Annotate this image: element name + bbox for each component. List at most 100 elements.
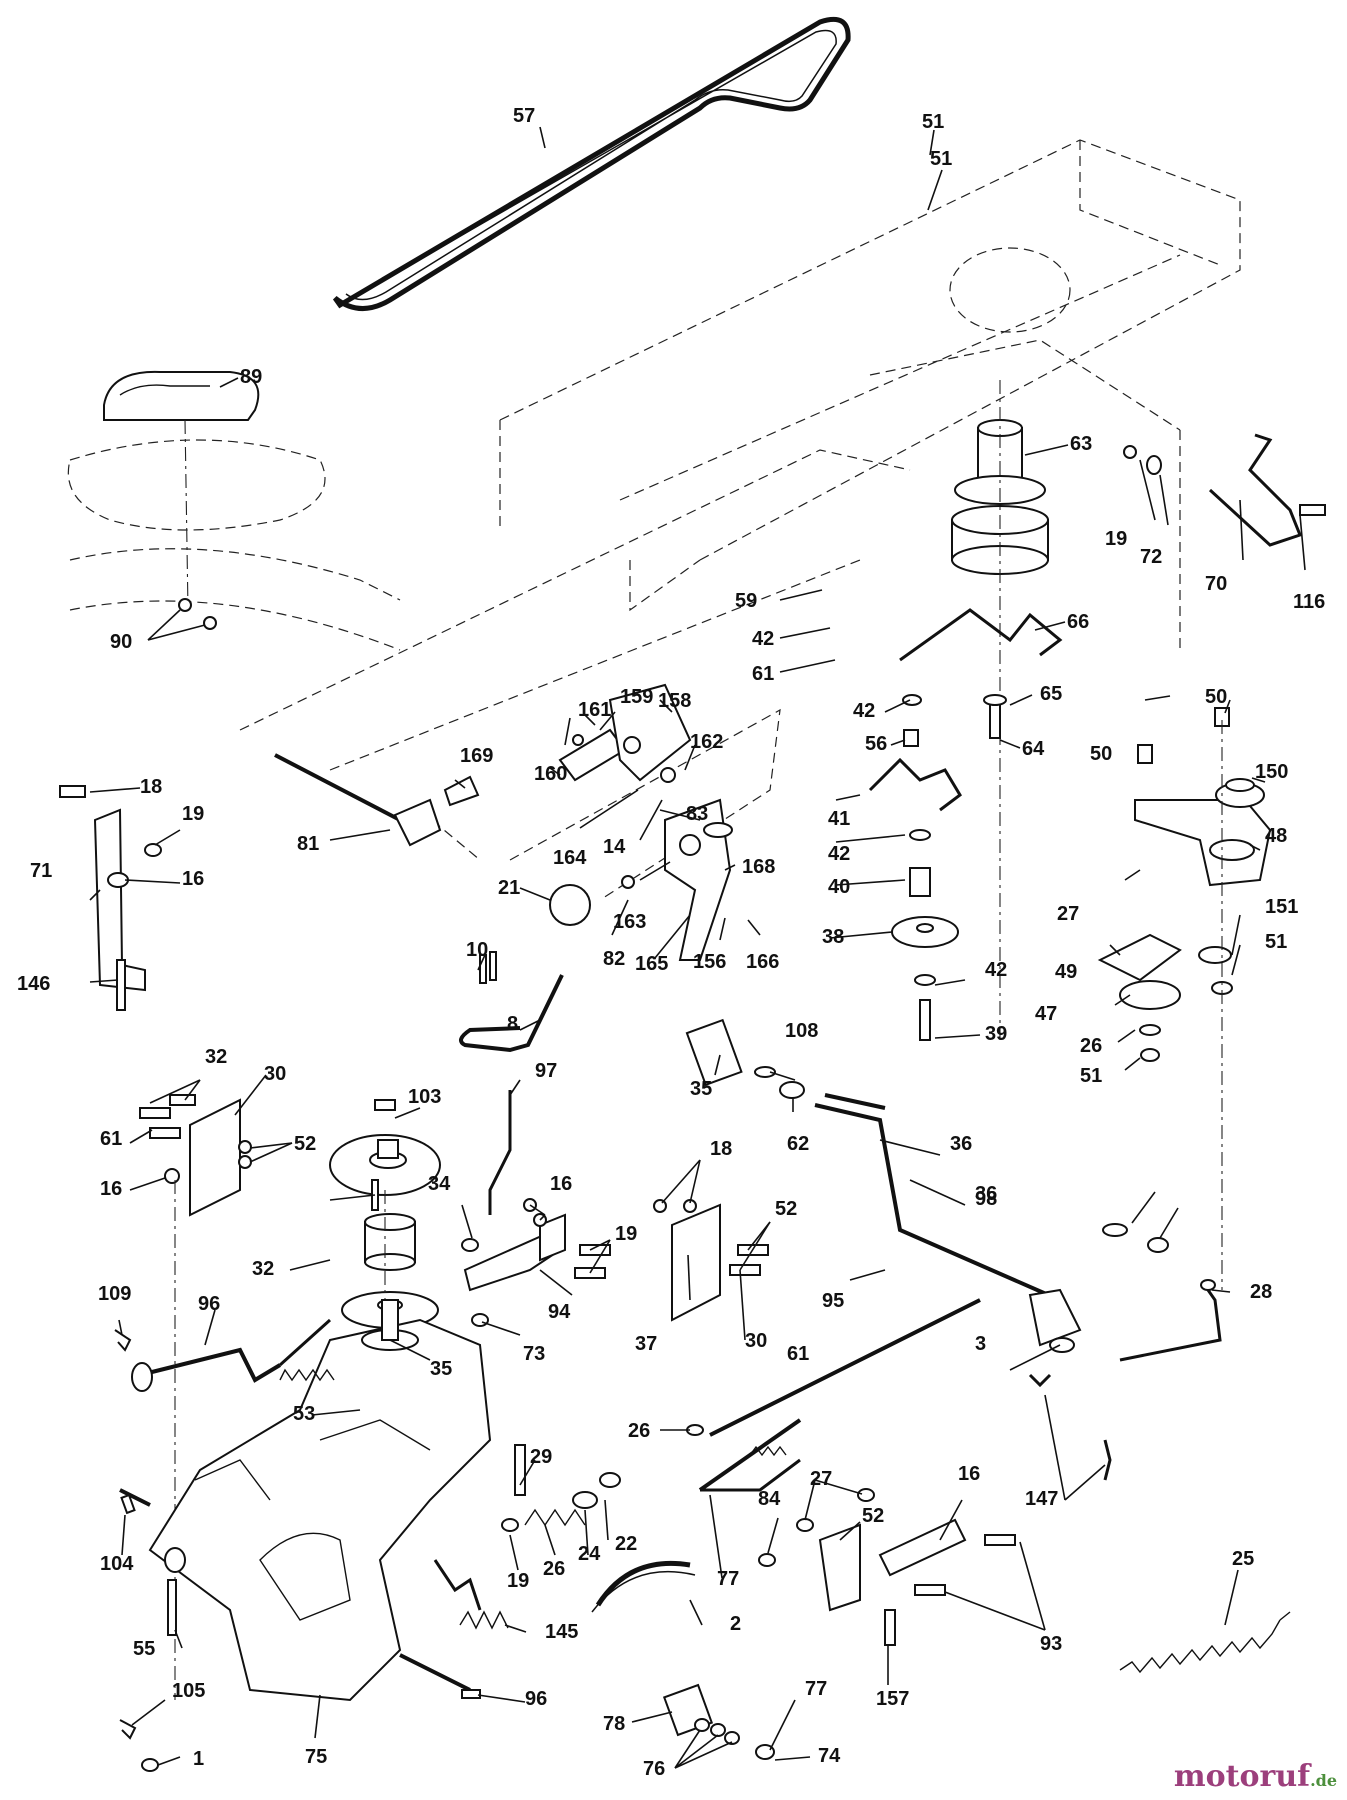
- callout-number: 74: [818, 1745, 841, 1767]
- idler-pulley-47: [1097, 933, 1182, 1062]
- transaxle-1: [119, 1299, 492, 1702]
- lever-84: [758, 1488, 1016, 1646]
- callout-number: 161: [578, 699, 611, 721]
- callout-number: 89: [240, 366, 262, 388]
- engine-pulley-63: [951, 380, 1049, 1040]
- callout-number: 166: [746, 951, 779, 973]
- callout-number: 32: [205, 1046, 227, 1068]
- callout-number: 51: [1265, 931, 1287, 953]
- callout-number: 158: [658, 690, 691, 712]
- callout-number: 30: [264, 1063, 286, 1085]
- washer-stack: [119, 1493, 775, 1772]
- callout-number: 81: [297, 833, 319, 855]
- callout-number: 63: [1070, 433, 1092, 455]
- callout-number: 38: [822, 926, 844, 948]
- callout-number: 52: [862, 1505, 884, 1527]
- callout-number: 75: [305, 1746, 327, 1768]
- callout-number: 165: [635, 953, 668, 975]
- callout-number: 34: [428, 1173, 451, 1195]
- drive-belt-57: [332, 16, 851, 311]
- callout-number: 77: [717, 1568, 739, 1590]
- idler-bracket-48: [1134, 707, 1272, 1290]
- callout-number: 41: [828, 808, 850, 830]
- callout-number: 51: [930, 148, 952, 170]
- callout-number: 56: [865, 733, 887, 755]
- callout-number: 90: [110, 631, 132, 653]
- hose-93: [591, 1560, 696, 1613]
- callout-number: 116: [1293, 591, 1325, 613]
- callout-number: 48: [1265, 825, 1287, 847]
- callout-number: 39: [985, 1023, 1007, 1045]
- bracket-cluster: [443, 683, 733, 961]
- callout-number: 36: [950, 1133, 972, 1155]
- callout-number: 98: [975, 1188, 997, 1210]
- callout-number: 24: [578, 1543, 601, 1565]
- callout-number: 70: [1205, 573, 1227, 595]
- callout-number: 145: [545, 1621, 578, 1643]
- callout-number: 28: [1250, 1281, 1272, 1303]
- callout-number: 83: [686, 803, 708, 825]
- callout-number: 21: [498, 877, 520, 899]
- idler-stack-center: [868, 608, 1063, 1041]
- spring-25: [501, 1444, 621, 1532]
- callout-number: 59: [735, 590, 757, 612]
- callout-number: 19: [182, 803, 204, 825]
- callout-number: 22: [615, 1533, 637, 1555]
- callout-number: 73: [523, 1343, 545, 1365]
- callout-number: 150: [1255, 761, 1288, 783]
- left-bracket-71: [59, 785, 162, 1011]
- callout-number: 42: [752, 628, 774, 650]
- control-bracket-73: [461, 1090, 611, 1327]
- callout-number: 76: [643, 1758, 665, 1780]
- callout-number: 18: [710, 1138, 732, 1160]
- callout-number: 25: [1232, 1548, 1254, 1570]
- watermark-main: motoruf: [1173, 1759, 1311, 1794]
- callout-number: 162: [690, 731, 723, 753]
- callout-number: 147: [1025, 1488, 1058, 1510]
- callout-number: 164: [553, 847, 587, 869]
- callout-number: 16: [550, 1173, 572, 1195]
- brake-rod-28: [686, 1298, 1075, 1492]
- callout-number: 61: [787, 1343, 809, 1365]
- callout-number: 160: [534, 763, 567, 785]
- callout-number: 71: [30, 860, 52, 882]
- callout-number: 40: [828, 876, 850, 898]
- callout-number: 2: [730, 1613, 741, 1635]
- callout-number: 42: [828, 843, 850, 865]
- callout-number: 72: [1140, 546, 1162, 568]
- callout-number: 94: [548, 1301, 571, 1323]
- callout-number: 26: [543, 1558, 565, 1580]
- callout-number: 51: [922, 111, 944, 133]
- callout-number: 26: [1080, 1035, 1102, 1057]
- callout-number: 156: [693, 951, 726, 973]
- callout-number: 8: [507, 1013, 518, 1035]
- spring-bracket-70: [1123, 433, 1326, 547]
- callout-number: 42: [985, 959, 1007, 981]
- callout-number: 82: [603, 948, 625, 970]
- callout-number: 26: [628, 1420, 650, 1442]
- callout-number: 16: [958, 1463, 980, 1485]
- callout-number: 49: [1055, 961, 1077, 983]
- callout-number: 47: [1035, 1003, 1057, 1025]
- callout-number: 19: [615, 1223, 637, 1245]
- callout-number: 53: [293, 1403, 315, 1425]
- callout-number: 29: [530, 1446, 552, 1468]
- callout-number: 159: [620, 686, 653, 708]
- callout-number: 19: [1105, 528, 1127, 550]
- rod-53: [1103, 1279, 1222, 1481]
- callout-number: 3: [975, 1333, 986, 1355]
- callout-number: 16: [100, 1178, 122, 1200]
- callout-number: 157: [876, 1688, 909, 1710]
- callout-number: 105: [172, 1680, 205, 1702]
- callout-number: 66: [1067, 611, 1089, 633]
- callout-number: 93: [1040, 1633, 1062, 1655]
- callout-number: 27: [810, 1468, 832, 1490]
- callout-number: 61: [100, 1128, 122, 1150]
- callout-number: 146: [17, 973, 50, 995]
- spring-2: [459, 1610, 509, 1630]
- cross-shaft-34: [685, 1018, 1169, 1347]
- spring-55: [1119, 1611, 1291, 1674]
- callout-number: 1: [193, 1748, 204, 1770]
- callout-number: 14: [603, 836, 626, 858]
